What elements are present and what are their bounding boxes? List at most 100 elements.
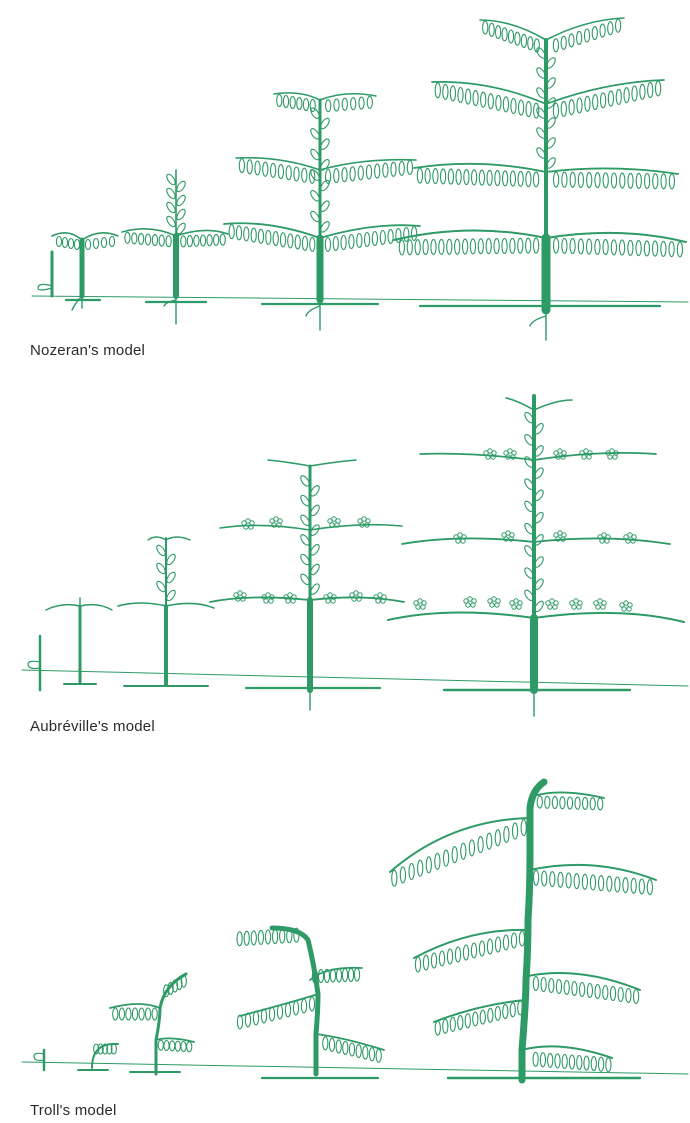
leaflet [481,92,486,107]
leaflet [425,168,430,183]
leaflet [511,933,516,948]
leaflet [487,939,492,954]
leaflet [545,796,550,808]
leaflet [351,98,356,110]
leaflet [564,981,569,995]
leaflet [636,173,641,188]
leaflet [194,235,199,246]
leaflet [318,970,323,983]
leaflet [263,162,268,176]
leaflet [562,1055,567,1069]
leaflet [258,930,263,944]
leaflet [277,95,282,107]
leaflet [616,89,621,104]
leaflet [566,873,571,888]
stem-leaf [165,215,177,228]
leaflet [541,978,546,992]
leaflet [447,949,452,964]
leaflet [624,88,629,103]
leaflet [593,95,598,110]
leaflet [603,986,608,1000]
leaflet [139,1008,144,1020]
leaflet [458,1016,463,1030]
leaflet [367,96,372,108]
stem-leaflets [165,46,557,235]
leaflet [363,1046,368,1059]
leaflet [181,1042,186,1052]
leaflet [336,1040,341,1053]
leaflet [119,1008,124,1020]
tree-stage-2 [118,537,214,686]
leaflet [496,95,501,110]
leaflet [380,231,385,245]
leaflet [166,236,171,247]
leaflet [648,83,653,98]
leaflet [488,1008,493,1022]
leaflet [164,1041,169,1051]
leaflet [365,233,370,247]
leaflet [623,878,628,893]
leaflet [152,235,157,246]
leaflet [139,233,144,244]
leaflet [450,1017,455,1031]
tree-stage-4 [388,396,684,716]
leaflet [93,239,98,249]
leaflet [510,1003,515,1017]
leaflet [562,172,567,187]
leaflet [461,843,466,859]
leaflet [443,1019,448,1033]
leaflet [487,170,492,185]
leaflet [288,234,293,248]
leaflet [258,229,263,243]
caption-troll: Troll's model [30,1102,117,1119]
leaflet [265,930,270,944]
leaflet [375,164,380,178]
leaflet [269,1007,274,1021]
stem-leaf [175,180,187,193]
leaflet [473,91,478,106]
leaflet [534,172,539,187]
leaflet [555,1054,560,1068]
leaflet [640,84,645,99]
leaflet [479,170,484,185]
stem-leaf [165,201,177,214]
leaflet [584,1056,589,1070]
leaflet [392,870,397,886]
leaflet [354,968,359,981]
leaflet [285,1003,290,1017]
leaflet [341,236,346,250]
leaflet [620,173,625,188]
leaflet [323,1037,328,1050]
caption-aubreville: Aubréville's model [30,718,155,735]
leaflet [598,798,603,810]
leaf-cluster [554,449,566,459]
leaflet [574,874,579,889]
leaflet [56,237,61,247]
leaflet [441,169,446,184]
leaflet [330,969,335,982]
leaflet [632,86,637,101]
leaflet [495,1006,500,1020]
leaflet [251,228,256,242]
leaf-cluster [484,449,496,459]
leaf-cluster [620,601,632,611]
leaflet [599,876,604,891]
leaflet [244,227,249,241]
leaflet [132,233,137,244]
leaflet [343,1041,348,1054]
leaflet [569,100,574,115]
leaflet [342,969,347,982]
leaflet [439,239,444,254]
leaflet [271,163,276,177]
leaflet [534,103,539,118]
leaflet [372,232,377,246]
leaflet [549,979,554,993]
leaf-cluster [510,599,522,609]
leaflet [653,241,658,256]
leaf-cluster [570,599,582,609]
leaflet [590,875,595,890]
leaflet [504,826,509,842]
leaflet [603,173,608,188]
leaflet [656,81,661,96]
leaflet [483,21,488,34]
